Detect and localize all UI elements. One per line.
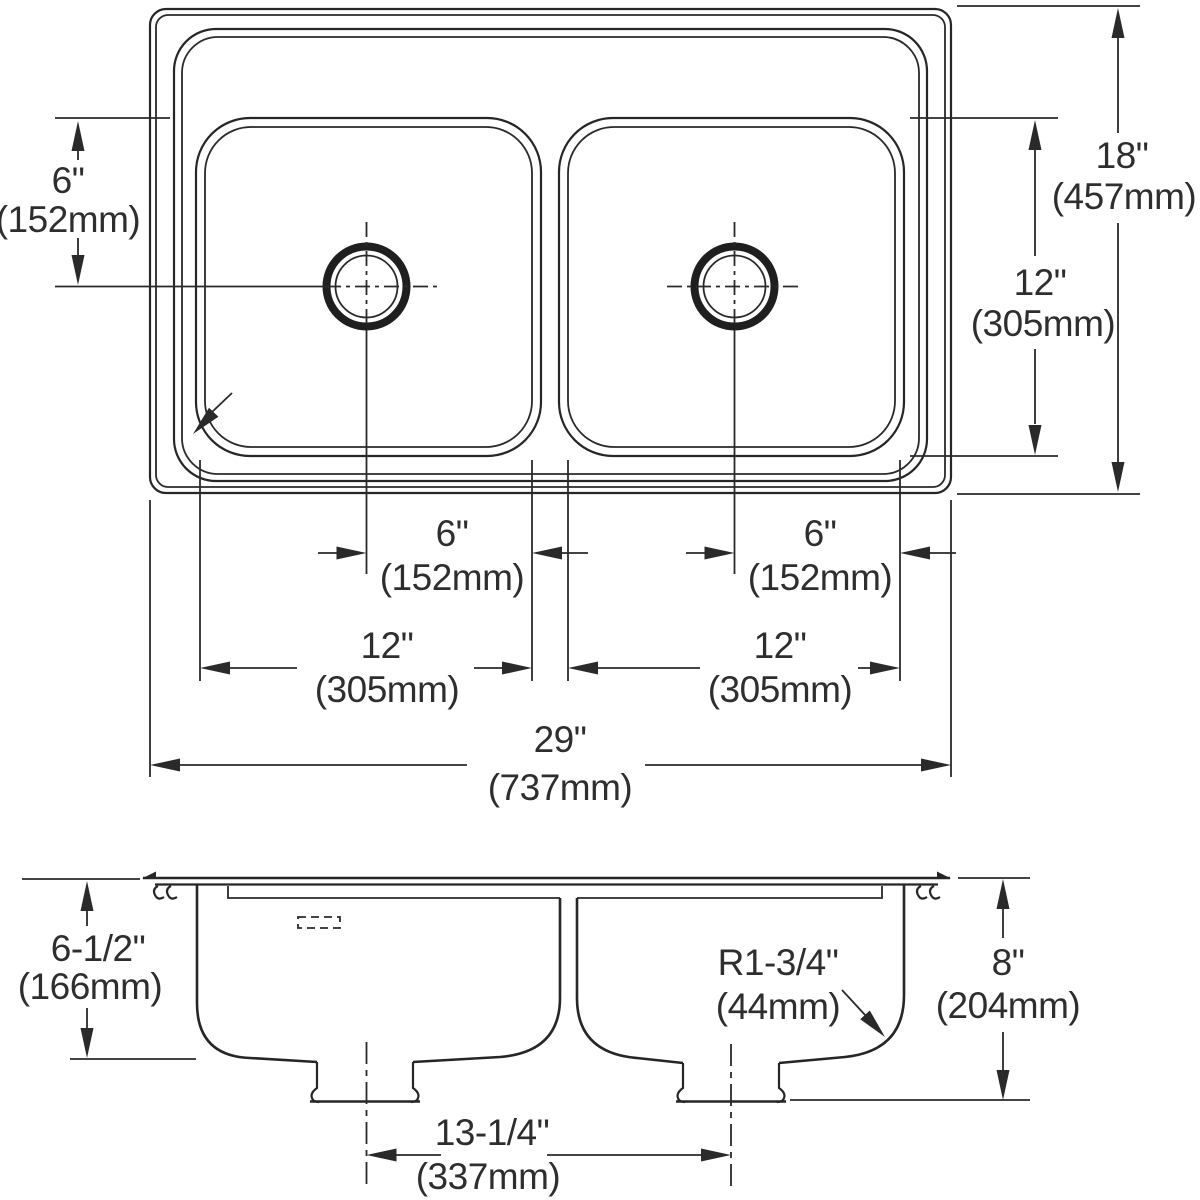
dim-drain-spacing-mm: (337mm) bbox=[416, 1156, 561, 1197]
arrow-up-icon bbox=[80, 881, 94, 911]
arrow-right-icon bbox=[870, 661, 900, 675]
right-bowl-right-wall bbox=[778, 884, 906, 1065]
arrow-left-icon bbox=[200, 661, 230, 675]
dim-corner-radius-in: R1-3/4" bbox=[718, 942, 839, 983]
arrow-right-icon bbox=[701, 1148, 731, 1162]
dim-bowl-front-back-in: 12" bbox=[1014, 262, 1067, 303]
left-bowl-left-wall bbox=[195, 884, 318, 1064]
plan-view-dimensions: 6" (152mm) 12" (305mm) 18" (457mm) 6" (1… bbox=[0, 5, 1197, 808]
dim-drain-offset-mm: (152mm) bbox=[0, 199, 140, 240]
dim-overall-depth-in: 8" bbox=[992, 942, 1025, 983]
right-drain-side-a bbox=[676, 1063, 686, 1104]
arrow-right-icon bbox=[502, 661, 532, 675]
plan-view bbox=[55, 7, 953, 574]
dim-corner-radius-mm: (44mm) bbox=[716, 986, 840, 1027]
arrow-up-icon bbox=[1028, 120, 1042, 150]
bowl-corner-leader-arrow-icon bbox=[193, 407, 219, 434]
rim-outline-inner bbox=[155, 14, 946, 488]
right-drain-side-b bbox=[776, 1063, 786, 1104]
section-view-dimensions: 6-1/2" (166mm) 8" (204mm) R1-3/4" (44mm)… bbox=[18, 877, 1081, 1197]
deck-opening-inner bbox=[181, 36, 920, 475]
right-bowl-left-wall bbox=[575, 898, 684, 1065]
rim-left-tip bbox=[142, 871, 156, 879]
dim-right-drain-edge-mm: (152mm) bbox=[748, 557, 893, 598]
dim-drain-offset-in: 6" bbox=[52, 160, 85, 201]
left-bowl-right-wall bbox=[412, 898, 562, 1064]
arrow-up-icon bbox=[996, 879, 1010, 909]
arrow-left-icon bbox=[532, 546, 562, 560]
dim-overall-width-mm: (737mm) bbox=[488, 767, 633, 808]
dim-right-drain-edge-in: 6" bbox=[804, 513, 837, 554]
dim-left-drain-edge-mm: (152mm) bbox=[380, 557, 525, 598]
arrow-left-icon bbox=[150, 758, 180, 772]
dim-left-bowl-width-in: 12" bbox=[361, 625, 414, 666]
bowl-corner-leader-line bbox=[211, 392, 233, 413]
arrow-right-icon bbox=[704, 546, 735, 560]
dim-left-bowl-width-mm: (305mm) bbox=[315, 669, 460, 710]
dim-overall-width-in: 29" bbox=[534, 719, 587, 760]
left-drain-side-b bbox=[410, 1062, 420, 1104]
right-clip-icon bbox=[915, 885, 941, 900]
arrow-down-icon bbox=[71, 255, 85, 285]
dim-bowl-front-back-mm: (305mm) bbox=[971, 303, 1116, 344]
arrow-left-icon bbox=[568, 661, 598, 675]
arrow-left-icon bbox=[900, 546, 930, 560]
hidden-feature-dashed-rect bbox=[297, 916, 341, 929]
arrow-left-icon bbox=[366, 1148, 397, 1162]
arrow-down-icon bbox=[1111, 462, 1125, 492]
rim-outline-outer bbox=[148, 7, 953, 495]
deck-opening-outer bbox=[172, 27, 929, 483]
dim-bowl-depth-mm: (166mm) bbox=[18, 966, 163, 1007]
right-bowl-inner-line bbox=[567, 126, 896, 448]
dim-overall-front-back-mm: (457mm) bbox=[1052, 176, 1197, 217]
radius-leader-line bbox=[841, 989, 867, 1017]
dim-overall-depth-mm: (204mm) bbox=[936, 985, 1081, 1026]
arrow-down-icon bbox=[1028, 425, 1042, 455]
dim-left-drain-edge-in: 6" bbox=[436, 513, 469, 554]
right-bowl-outline bbox=[557, 116, 906, 458]
arrow-up-icon bbox=[1111, 8, 1125, 38]
dim-drain-spacing-in: 13-1/4" bbox=[435, 1112, 550, 1153]
dim-bowl-depth-in: 6-1/2" bbox=[51, 928, 145, 969]
section-view bbox=[142, 871, 951, 1188]
dim-overall-front-back-in: 18" bbox=[1096, 135, 1149, 176]
dim-right-bowl-width-mm: (305mm) bbox=[708, 669, 853, 710]
arrow-down-icon bbox=[80, 1028, 94, 1058]
radius-leader-arrow-icon bbox=[860, 1010, 885, 1037]
left-clip-icon bbox=[152, 885, 178, 900]
left-drain-side-a bbox=[310, 1062, 320, 1104]
dim-right-bowl-width-in: 12" bbox=[754, 625, 807, 666]
deck-far-edge bbox=[227, 886, 883, 899]
arrow-right-icon bbox=[336, 546, 367, 560]
rim-right-tip bbox=[937, 871, 951, 879]
arrow-right-icon bbox=[921, 758, 951, 772]
arrow-up-icon bbox=[71, 121, 85, 151]
arrow-down-icon bbox=[996, 1070, 1010, 1100]
